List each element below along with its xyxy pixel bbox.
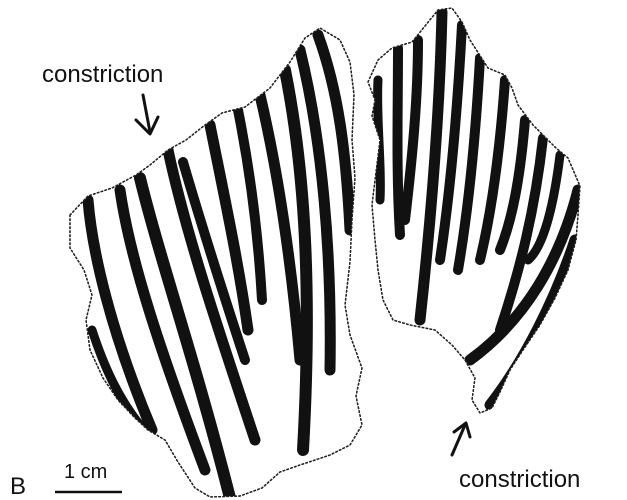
panel-label: B bbox=[10, 473, 26, 500]
arrow-up-icon bbox=[452, 423, 470, 455]
stripe bbox=[398, 48, 401, 235]
arrow-down-icon bbox=[136, 95, 158, 134]
constriction-label-top: constriction bbox=[42, 61, 163, 88]
scale-bar-label: 1 cm bbox=[64, 461, 107, 483]
stripe bbox=[378, 80, 381, 200]
constriction-label-bottom: constriction bbox=[459, 466, 580, 493]
